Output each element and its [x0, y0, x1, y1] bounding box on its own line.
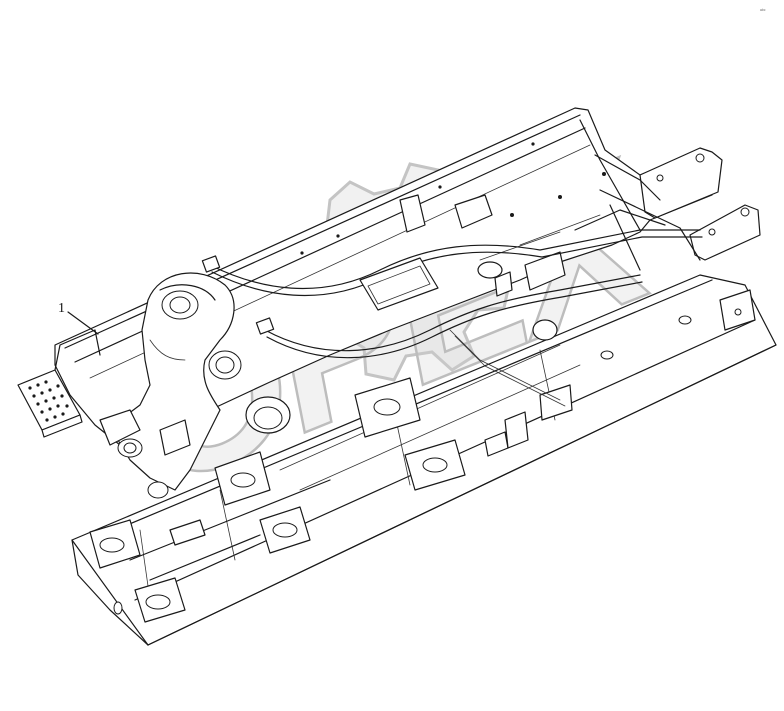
mount-plate-4 [259, 506, 311, 554]
callout-label-1: 1 [58, 301, 65, 316]
corner-mark: ᵃᵇᶜ [760, 8, 766, 14]
step-plate [17, 329, 101, 438]
hinge-casting [99, 272, 242, 499]
frame-openings [245, 257, 558, 434]
mount-plate-5 [354, 377, 421, 438]
mount-plate-3 [214, 451, 271, 506]
mount-plate-6 [404, 439, 466, 491]
step-perforations [28, 380, 69, 422]
callout-1: 1 [58, 301, 99, 335]
mount-plate-2 [134, 577, 186, 623]
mount-plate-1 [89, 519, 141, 569]
